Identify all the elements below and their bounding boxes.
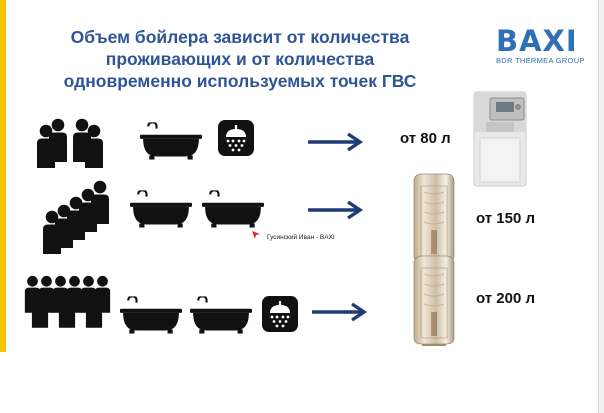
volume-label-row-2: от 150 л [476,210,536,227]
arrow-right-icon [308,200,366,220]
title-line-1: Объем бойлера зависит от количества [70,27,410,47]
shower-icon [218,120,254,156]
baxi-logo: BAXI BDR THERMEA GROUP [496,26,588,66]
window-edge [598,0,604,413]
volume-label-row-3: от 200 л [476,290,536,307]
arrow-right-icon [312,302,370,322]
logo-wordmark: BAXI [496,24,578,58]
title-line-2: проживающих и от количества [105,49,375,69]
comment-marker[interactable]: Гусинский Иван - BAXI [251,228,335,241]
arrow-right-icon [308,132,366,152]
slide-accent-bar [0,0,6,352]
presentation-slide: Объем бойлера зависит от количества прож… [0,0,588,352]
volume-label-row-1: от 80 л [400,130,451,147]
people-group-5-icon [43,180,109,254]
bathtub-icon [140,122,202,160]
cylinder-tank-icon [410,254,458,346]
title-line-3: одновременно используемых точек ГВС [63,71,417,91]
logo-subtitle: BDR THERMEA GROUP [496,56,585,65]
shower-icon [262,296,298,332]
wall-boiler-icon [473,91,527,187]
bathtub-icon [130,190,192,228]
people-group-4-icon [37,118,103,168]
comment-pointer-icon[interactable] [251,230,261,240]
comment-author: Гусинский Иван - BAXI [267,234,335,241]
slide-title: Объем бойлера зависит от количества прож… [20,26,460,92]
bathtub-icon [202,190,264,228]
bathtub-icon [120,296,182,334]
cylinder-tank-icon [410,172,458,264]
bathtub-icon [190,296,252,334]
people-group-6-icon [24,275,111,328]
